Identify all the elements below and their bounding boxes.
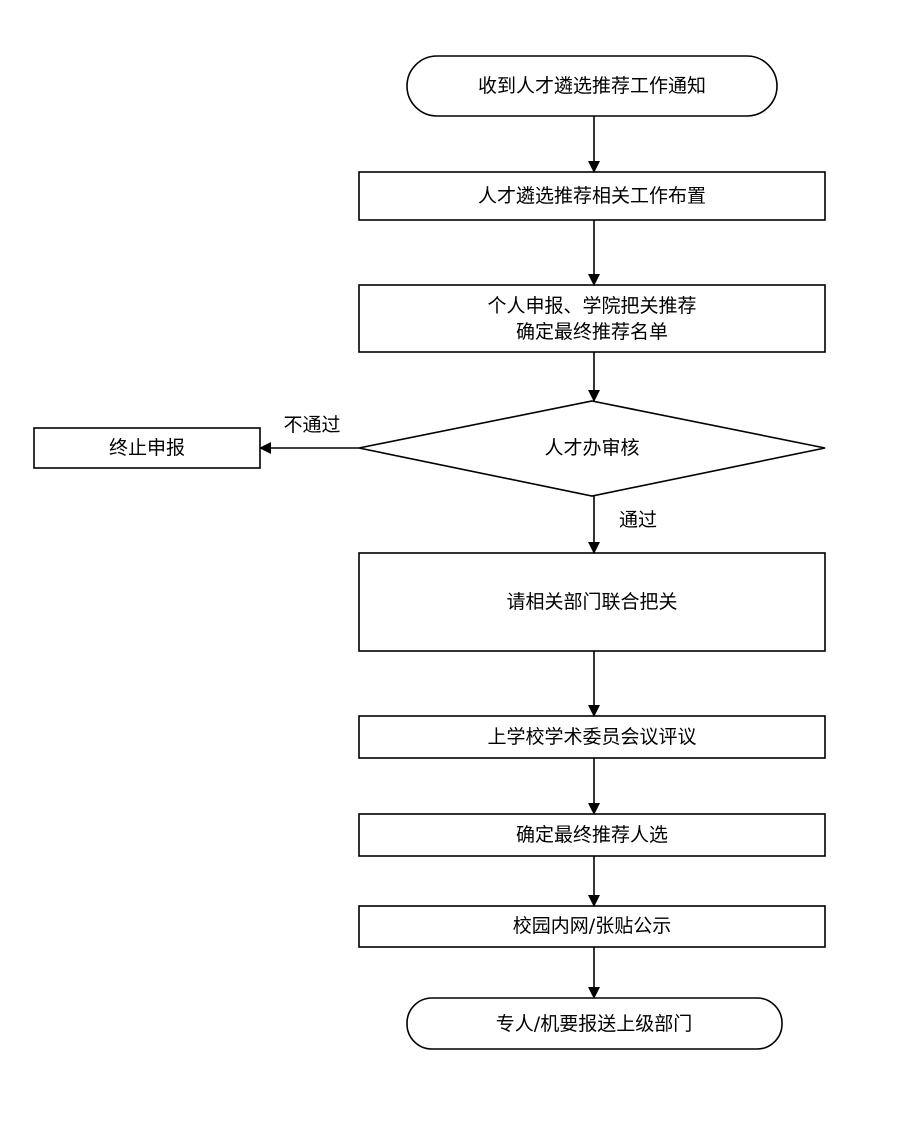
start-node: 收到人才遴选推荐工作通知 — [406, 55, 778, 117]
publicize-process: 校园内网/张贴公示 — [358, 905, 826, 948]
apply-process-label-line1: 个人申报、学院把关推荐 — [487, 295, 696, 317]
arrange-process: 人才遴选推荐相关工作布置 — [358, 171, 826, 221]
start-node-label: 收到人才遴选推荐工作通知 — [478, 75, 706, 97]
publicize-process-label: 校园内网/张贴公示 — [513, 915, 671, 937]
apply-process: 个人申报、学院把关推荐 确定最终推荐名单 — [358, 284, 826, 353]
fail-edge-label: 不通过 — [283, 414, 340, 436]
committee-process-label: 上学校学术委员会议评议 — [487, 726, 696, 748]
submit-node-label: 专人/机要报送上级部门 — [496, 1013, 692, 1035]
final-process-label: 确定最终推荐人选 — [516, 824, 668, 846]
review-decision-label: 人才办审核 — [544, 437, 639, 459]
joint-check-process-label: 请相关部门联合把关 — [506, 591, 677, 613]
submit-node: 专人/机要报送上级部门 — [406, 997, 783, 1050]
final-process: 确定最终推荐人选 — [358, 813, 826, 857]
committee-process: 上学校学术委员会议评议 — [358, 715, 826, 759]
joint-check-process: 请相关部门联合把关 — [358, 552, 826, 652]
terminate-process-label: 终止申报 — [109, 437, 185, 459]
review-decision: 人才办审核 — [358, 400, 826, 497]
arrange-process-label: 人才遴选推荐相关工作布置 — [478, 185, 706, 207]
pass-edge-label: 通过 — [619, 509, 657, 531]
terminate-process: 终止申报 — [33, 427, 261, 469]
apply-process-label-line2: 确定最终推荐名单 — [516, 321, 668, 343]
